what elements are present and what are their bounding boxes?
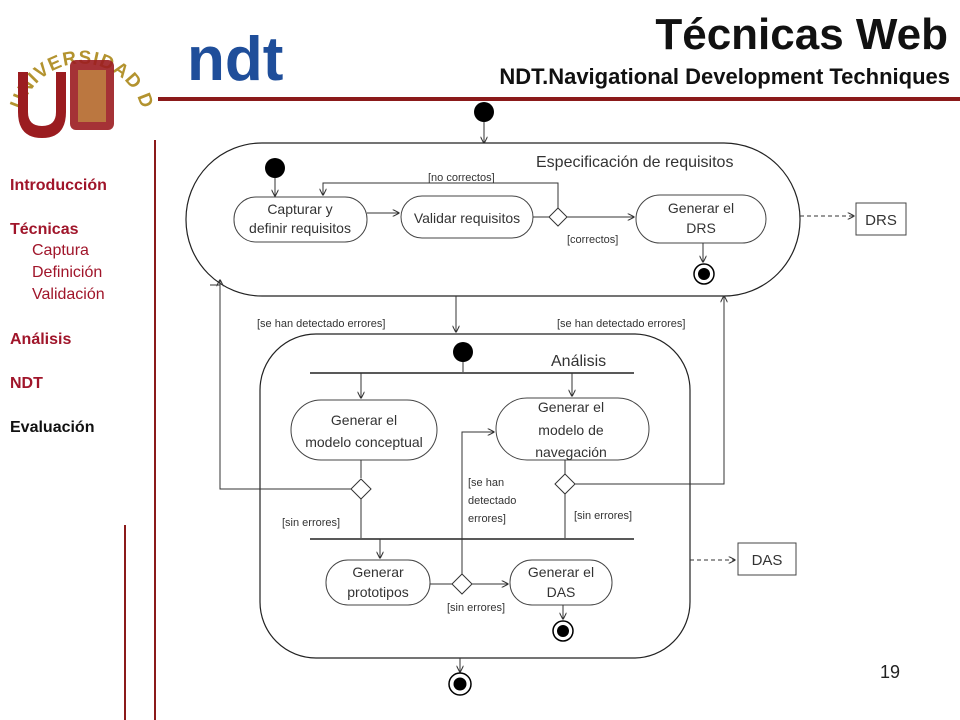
ndt-logo-text: ndt: [187, 25, 283, 94]
page-title: Técnicas Web: [655, 10, 948, 59]
header-divider: [158, 97, 960, 101]
decision-prototipos: [451, 573, 473, 595]
activity-generar-das-line2: DAS: [547, 584, 576, 600]
flow-no-correctos: [323, 182, 559, 208]
page-number: 19: [880, 662, 901, 682]
ndt-logo: ndt: [187, 25, 283, 94]
guard-errores-left: [se han detectado errores]: [257, 318, 385, 330]
activity-modelo-navegacion-line1: Generar el: [538, 399, 604, 415]
initial-node-requirements: [265, 158, 285, 178]
activity-generar-drs-line2: DRS: [686, 220, 716, 236]
guard-sin-errores-bottom: [sin errores]: [447, 602, 505, 614]
nav-tecnicas-captura[interactable]: Captura: [32, 242, 89, 259]
guard-se-han-line1: [se han: [468, 477, 504, 489]
final-node-main-dot: [453, 677, 467, 691]
sidebar-nav: Introducción Técnicas Captura Definición…: [10, 176, 107, 462]
activity-prototipos-line1: Generar: [352, 564, 404, 580]
activity-generar-drs-line1: Generar el: [668, 200, 734, 216]
requirements-region-title: Especificación de requisitos: [536, 154, 733, 171]
guard-sin-errores-right: [sin errores]: [574, 510, 632, 522]
guard-no-correctos: [no correctos]: [428, 172, 495, 184]
activity-prototipos: [325, 559, 431, 606]
guard-se-han-line3: errores]: [468, 513, 506, 525]
page-subtitle: NDT.Navigational Development Techniques: [499, 64, 950, 89]
activity-modelo-navegacion-line2: modelo de: [538, 422, 604, 438]
activity-prototipos-line2: prototipos: [347, 584, 408, 600]
nav-introduccion[interactable]: Introducción: [10, 177, 107, 194]
activity-capturar-line2: definir requisitos: [249, 220, 351, 236]
activity-modelo-conceptual: [290, 399, 438, 461]
guard-sin-errores-left: [sin errores]: [282, 517, 340, 529]
flow-navegacion-errors-back: [575, 296, 724, 485]
activity-modelo-navegacion: [495, 397, 650, 461]
guard-errores-right: [se han detectado errores]: [557, 318, 685, 330]
final-node-requirements-dot: [698, 268, 710, 280]
activity-modelo-navegacion-line3: navegación: [535, 444, 607, 460]
initial-node-analysis: [453, 342, 473, 362]
final-node-analysis-dot: [557, 625, 569, 637]
activity-modelo-conceptual-line2: modelo conceptual: [305, 434, 423, 450]
activity-generar-das-line1: Generar el: [528, 564, 594, 580]
activity-generar-das: [509, 559, 613, 606]
initial-node-top: [474, 102, 494, 122]
nav-tecnicas-validacion[interactable]: Validación: [32, 286, 105, 303]
sidebar-divider-left: [124, 525, 126, 720]
artifact-drs: [855, 202, 907, 236]
activity-generar-drs: [635, 194, 767, 244]
analysis-region-title: Análisis: [551, 353, 606, 370]
activity-modelo-conceptual-line1: Generar el: [331, 412, 397, 428]
guard-se-han-line2: detectado: [468, 495, 516, 507]
nav-analisis[interactable]: Análisis: [10, 331, 72, 348]
guard-correctos: [correctos]: [567, 234, 618, 246]
activity-validar-label: Validar requisitos: [414, 210, 520, 226]
nav-tecnicas-definicion[interactable]: Definición: [32, 264, 103, 281]
nav-evaluacion[interactable]: Evaluación: [10, 419, 95, 436]
nav-ndt[interactable]: NDT: [10, 375, 43, 392]
artifact-das: [737, 542, 797, 576]
flow-prototipos-errors-back: [461, 432, 494, 574]
sidebar-divider-right: [154, 140, 156, 720]
activity-capturar: [233, 196, 368, 243]
artifact-das-label: DAS: [752, 552, 783, 569]
activity-capturar-line1: Capturar y: [267, 201, 332, 217]
university-seal-logo: UNIVERSIDAD DE SEVILLA: [0, 0, 156, 138]
artifact-drs-label: DRS: [865, 212, 897, 229]
nav-tecnicas[interactable]: Técnicas: [10, 221, 79, 238]
decision-validar: [548, 207, 568, 227]
